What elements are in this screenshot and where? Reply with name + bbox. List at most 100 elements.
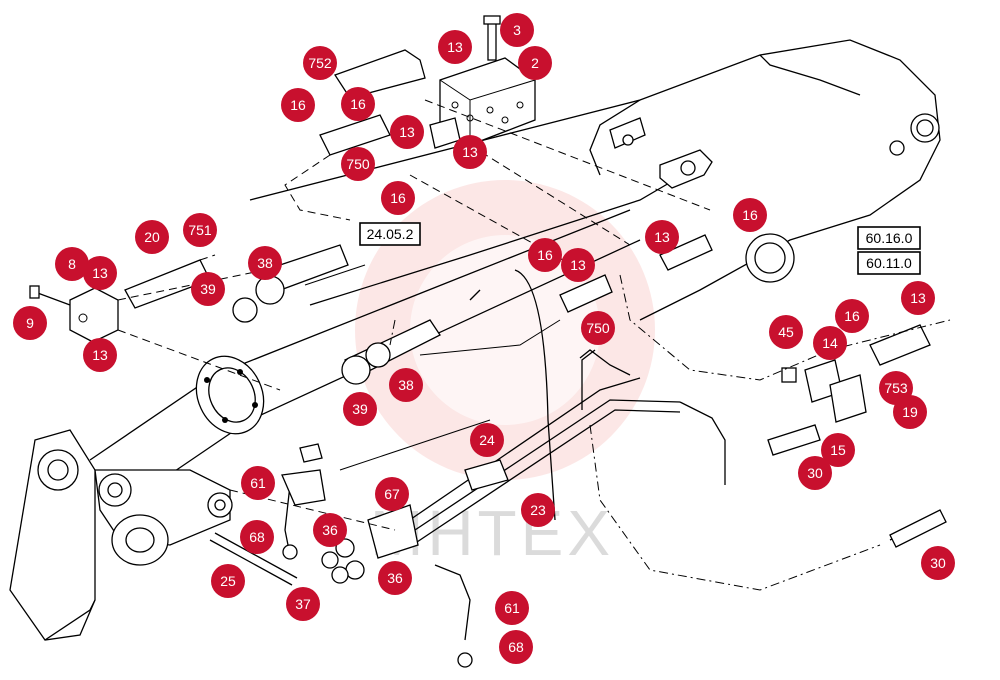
block-8 [29,285,119,343]
valve-block [439,15,536,146]
reference-box[interactable]: 24.05.2 [359,222,421,246]
callout-label: 25 [220,573,236,589]
callout-marker [901,281,935,315]
callout-45[interactable]: 45 [769,315,803,349]
callout-13[interactable]: 13 [645,220,679,254]
callout-marker [313,513,347,547]
callout-label: 750 [586,320,610,336]
callout-label: 16 [742,207,758,223]
callout-68[interactable]: 68 [499,630,533,664]
reference-label: 24.05.2 [367,226,414,242]
callout-3[interactable]: 3 [500,13,534,47]
callout-label: 16 [537,247,553,263]
callout-marker [135,220,169,254]
callout-61[interactable]: 61 [241,466,275,500]
callout-750[interactable]: 750 [341,147,375,181]
callout-marker [241,466,275,500]
callout-25[interactable]: 25 [211,564,245,598]
callout-39[interactable]: 39 [191,272,225,306]
callout-14[interactable]: 14 [813,326,847,360]
callout-16[interactable]: 16 [733,198,767,232]
callout-752[interactable]: 752 [303,46,337,80]
callout-marker [240,520,274,554]
callout-marker [893,395,927,429]
callout-750[interactable]: 750 [581,311,615,345]
callout-marker [191,272,225,306]
callout-2[interactable]: 2 [518,46,552,80]
callout-38[interactable]: 38 [389,368,423,402]
callout-label: 19 [902,404,918,420]
callout-label: 2 [531,55,539,71]
callout-16[interactable]: 16 [835,299,869,333]
callout-13[interactable]: 13 [561,248,595,282]
callout-label: 753 [884,380,908,396]
callout-label: 3 [513,22,521,38]
callout-label: 752 [308,55,332,71]
callout-61[interactable]: 61 [495,591,529,625]
callout-39[interactable]: 39 [343,392,377,426]
callout-label: 30 [807,465,823,481]
callout-marker [495,591,529,625]
reference-boxes: 24.05.2 60.16.0 60.11.0 [359,222,921,275]
callout-label: 13 [399,124,415,140]
callout-label: 68 [249,529,265,545]
callout-15[interactable]: 15 [821,433,855,467]
callout-13[interactable]: 13 [390,115,424,149]
callout-marker [470,423,504,457]
callout-38[interactable]: 38 [248,246,282,280]
callout-label: 13 [92,347,108,363]
callout-marker [211,564,245,598]
callout-marker [921,546,955,580]
callout-13[interactable]: 13 [83,338,117,372]
callout-marker [561,248,595,282]
callout-label: 36 [322,522,338,538]
callout-marker [581,311,615,345]
callout-label: 16 [290,97,306,113]
callout-label: 15 [830,442,846,458]
callout-marker [390,115,424,149]
callout-label: 45 [778,324,794,340]
callout-marker [528,238,562,272]
callout-label: 39 [200,281,216,297]
callout-20[interactable]: 20 [135,220,169,254]
callout-13[interactable]: 13 [83,256,117,290]
reference-box[interactable]: 60.16.0 [857,226,921,250]
callout-label: 13 [570,257,586,273]
callout-23[interactable]: 23 [521,493,555,527]
callout-16[interactable]: 16 [341,87,375,121]
callout-marker [733,198,767,232]
boom [249,39,941,321]
callout-label: 20 [144,229,160,245]
callout-19[interactable]: 19 [893,395,927,429]
callout-label: 13 [92,265,108,281]
callout-label: 8 [68,256,76,272]
callout-marker [453,135,487,169]
callout-13[interactable]: 13 [438,30,472,64]
callout-30[interactable]: 30 [921,546,955,580]
callout-751[interactable]: 751 [183,213,217,247]
callout-13[interactable]: 13 [453,135,487,169]
callout-label: 751 [188,222,212,238]
callout-label: 23 [530,502,546,518]
callout-36[interactable]: 36 [378,561,412,595]
callout-marker [183,213,217,247]
callout-label: 39 [352,401,368,417]
callout-marker [375,477,409,511]
callout-67[interactable]: 67 [375,477,409,511]
reference-box[interactable]: 60.11.0 [857,251,921,275]
callout-24[interactable]: 24 [470,423,504,457]
callout-16[interactable]: 16 [381,181,415,215]
callout-marker [13,306,47,340]
callout-8[interactable]: 8 [55,247,89,281]
callout-16[interactable]: 16 [281,88,315,122]
callout-37[interactable]: 37 [286,587,320,621]
callout-marker [381,181,415,215]
callout-36[interactable]: 36 [313,513,347,547]
callout-16[interactable]: 16 [528,238,562,272]
callout-label: 9 [26,315,34,331]
callout-68[interactable]: 68 [240,520,274,554]
callout-marker [499,630,533,664]
callout-9[interactable]: 9 [13,306,47,340]
callout-13[interactable]: 13 [901,281,935,315]
callout-30[interactable]: 30 [798,456,832,490]
